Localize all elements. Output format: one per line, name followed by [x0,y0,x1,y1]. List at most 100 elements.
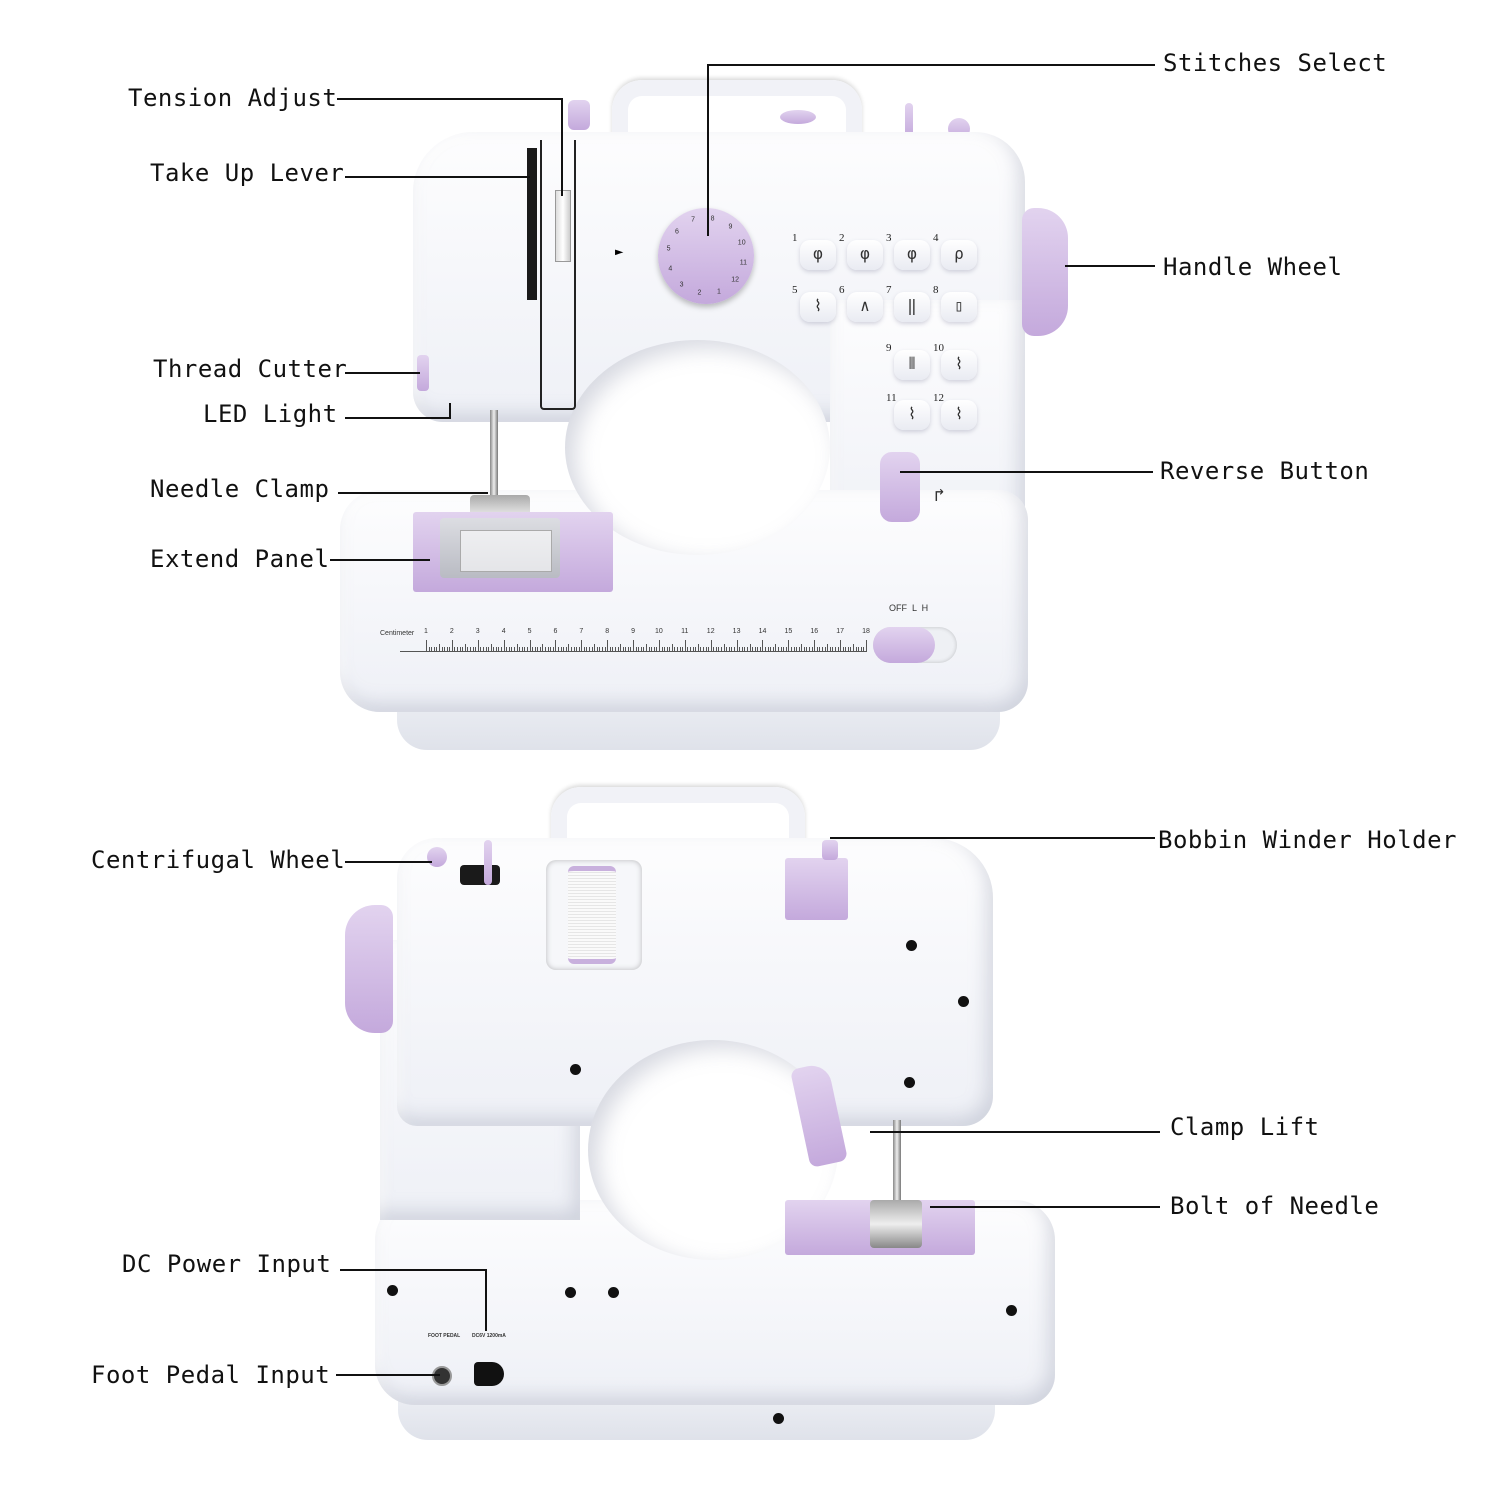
ruler-tick [793,647,795,652]
ruler-tick [713,647,715,652]
bobbin-winder-holder[interactable] [785,858,848,920]
ruler-tick [537,647,539,652]
ruler-tick [594,644,596,652]
foot-pedal-jack[interactable] [432,1366,452,1386]
label-needle-clamp: Needle Clamp [150,475,330,503]
stitch-pattern-7: 7‖ [886,284,930,322]
needle-bar [893,1120,901,1215]
ruler-tick [803,647,805,652]
label-led-light: LED Light [203,400,338,428]
stitch-number: 4 [933,232,939,244]
handle-wheel[interactable] [345,905,393,1033]
ruler-tick [428,647,430,652]
stitch-number: 3 [886,232,892,244]
leader-line [707,64,709,236]
ruler-tick [583,647,585,652]
ruler-tick [459,647,461,652]
ruler-tick [677,647,679,652]
ruler-tick [809,647,811,652]
stitch-pattern-8: 8▯ [933,284,977,322]
ruler-tick [752,647,754,652]
ruler-tick [451,640,453,652]
screw-hole [906,940,917,951]
ruler-tick [827,644,829,652]
bobbin-cover [460,530,552,572]
leader-line [338,492,488,494]
screw-hole [904,1077,915,1088]
ruler-tick [785,647,787,652]
ruler-tick [614,647,616,652]
reverse-arrow-icon: ↱ [934,485,945,506]
ruler-tick [526,647,528,652]
ruler-tick [824,647,826,652]
dial-number: 11 [739,259,748,267]
stitch-number: 5 [792,284,798,296]
stitch-selector-dial[interactable] [658,208,754,304]
ruler-tick [638,647,640,652]
ruler-tick [640,647,642,652]
reverse-button[interactable] [880,452,920,522]
ruler-label: Centimeter [380,630,415,637]
ruler-tick [475,647,477,652]
ruler-tick [609,647,611,652]
ruler-tick [819,647,821,652]
tension-dial[interactable] [555,190,571,262]
ruler-tick [472,647,474,652]
ruler-tick [627,647,629,652]
ruler-tick [780,647,782,652]
ruler-number: 10 [655,628,663,635]
ruler-tick [721,647,723,652]
ruler-tick [529,640,531,652]
stitch-pattern-icon: φ [860,244,870,263]
ruler-tick [778,647,779,652]
dial-number: 5 [666,245,671,253]
ruler-tick [664,647,666,652]
ruler-tick [586,647,588,652]
label-extend-panel: Extend Panel [150,545,330,573]
ruler-tick [715,647,717,652]
ruler-tick [607,640,609,652]
ruler-number: 16 [810,628,819,635]
ruler-tick [488,647,490,652]
stitch-number: 10 [933,342,944,354]
ruler-tick [679,647,681,652]
ruler-tick [692,647,694,652]
ruler-tick [863,647,865,652]
ruler-tick [612,647,614,652]
dial-number: 4 [668,265,673,273]
dial-number: 10 [737,239,746,247]
ruler-tick [539,647,541,652]
ruler-tick [690,647,691,652]
leader-line [345,176,530,178]
ruler-tick [651,647,653,652]
ruler-tick [866,640,867,652]
ruler-tick [436,647,438,652]
ruler-tick [506,647,508,652]
power-switch-knob[interactable] [873,627,935,663]
spool-pin [780,110,816,124]
dial-number: 7 [691,216,695,224]
ruler-tick [705,647,707,652]
stitch-pattern-icon: ▯ [954,296,964,315]
ruler-tick [467,647,469,652]
ruler-tick [503,640,505,652]
ruler-tick [646,644,647,652]
handle-wheel[interactable] [1022,208,1068,336]
ruler-tick [599,647,601,652]
ruler-tick [438,644,440,652]
stitch-pattern-icon: φ [907,244,917,263]
presser-foot [870,1200,922,1248]
take-up-lever-slot[interactable] [527,148,537,300]
label-reverse-button: Reverse Button [1160,457,1370,485]
ruler-baseline [400,651,866,652]
ruler-tick [534,647,536,652]
centrifugal-wheel[interactable] [427,847,447,867]
leader-line [1065,265,1155,267]
stitch-pattern-icon: ⌇ [814,296,822,315]
ruler-tick [591,647,593,652]
dc-power-jack[interactable] [474,1362,504,1386]
ruler-tick [542,644,544,652]
bobbin-switch-slot[interactable] [460,865,500,885]
ruler-tick [643,647,645,652]
ruler-tick [847,647,849,652]
